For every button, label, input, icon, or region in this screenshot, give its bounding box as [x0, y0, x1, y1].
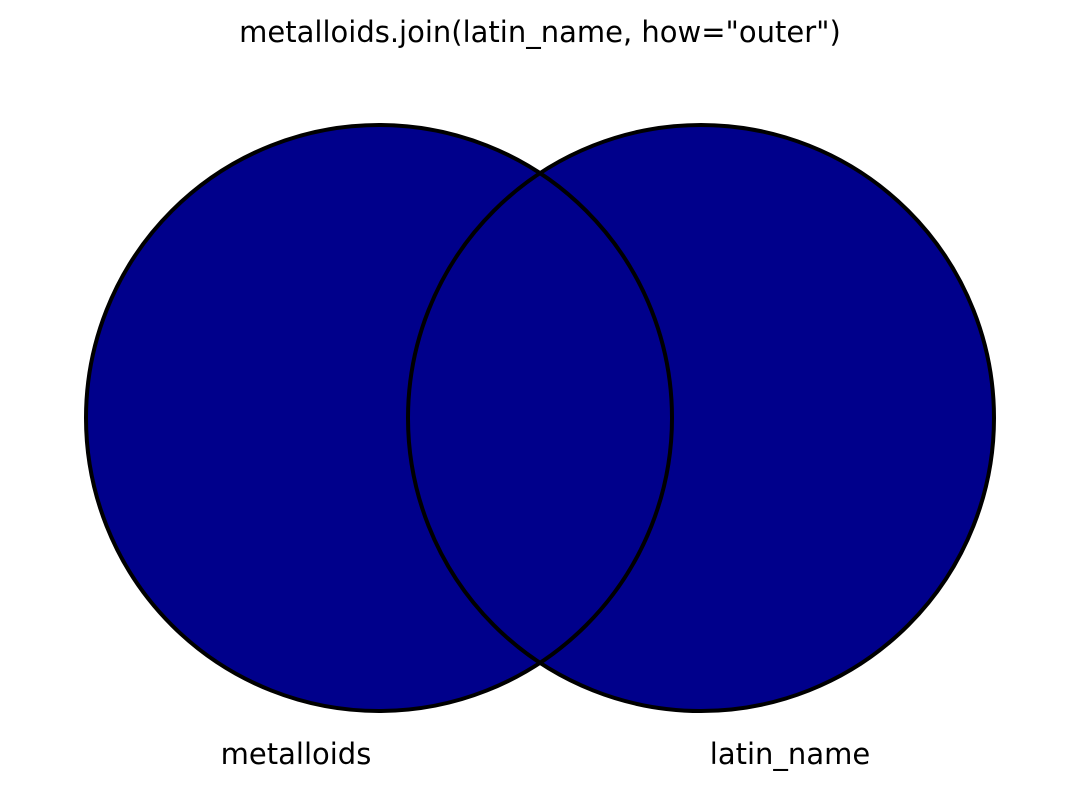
set-label-latin-name: latin_name — [710, 737, 870, 771]
set-label-metalloids: metalloids — [221, 737, 372, 771]
venn-outlines — [84, 123, 996, 713]
set-circle-latin-name — [408, 125, 994, 711]
set-outline-latin-name — [406, 123, 996, 713]
diagram-title: metalloids.join(latin_name, how="outer") — [239, 15, 841, 49]
set-outline-metalloids — [84, 123, 674, 713]
venn-circles — [86, 125, 994, 711]
